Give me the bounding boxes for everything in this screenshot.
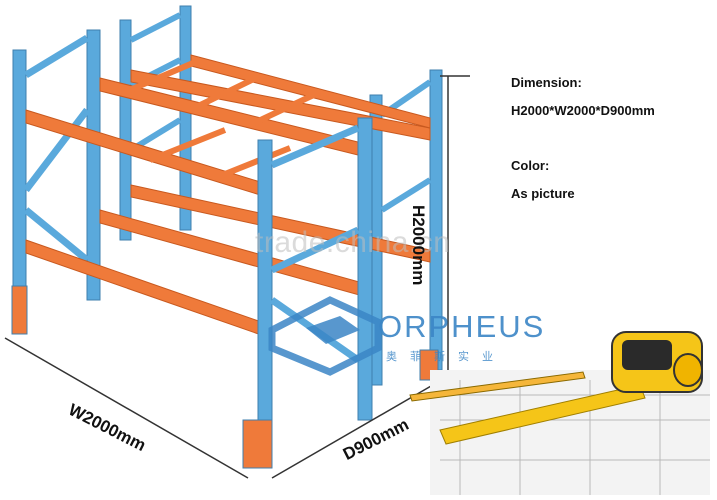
brand-name: ORPHEUS xyxy=(378,309,546,344)
watermark-text: trade.china.cn xyxy=(255,226,451,259)
height-dimension-label: H2000mm xyxy=(409,205,428,286)
color-label: Color: xyxy=(511,158,550,173)
brand-logo xyxy=(268,296,382,376)
dimension-value: H2000*W2000*D900mm xyxy=(511,103,655,118)
color-value: As picture xyxy=(511,186,575,201)
right-frame xyxy=(242,117,439,469)
beams xyxy=(25,54,431,339)
brand-chinese-name: 奥菲斯实业 xyxy=(386,350,506,363)
left-frame xyxy=(11,29,101,335)
dimension-label: Dimension: xyxy=(511,75,582,90)
tape-measure-illustration xyxy=(409,331,710,495)
